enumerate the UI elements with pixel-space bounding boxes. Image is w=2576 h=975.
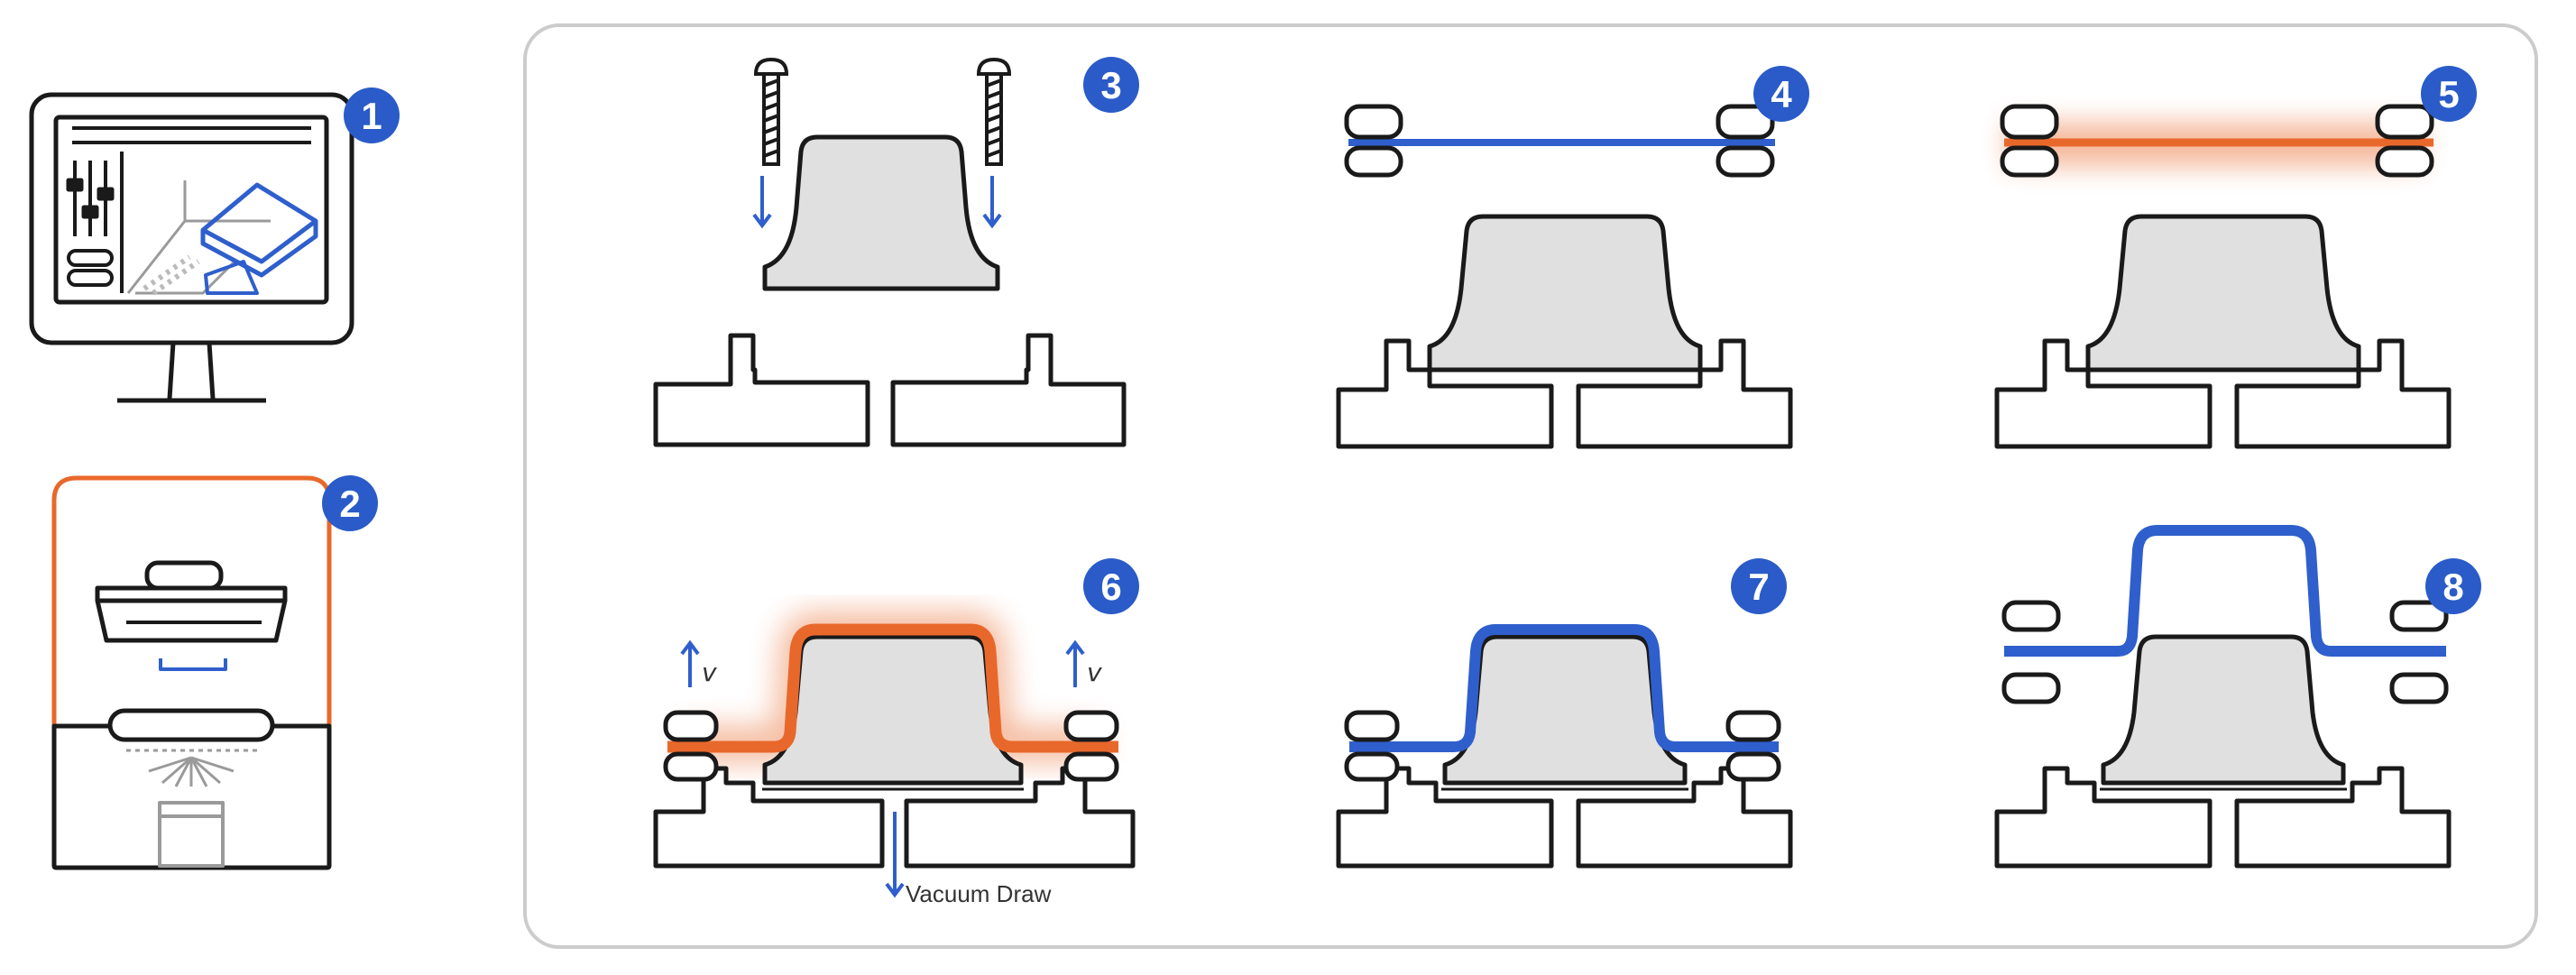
clamp	[2000, 145, 2059, 178]
plastic-sheet	[667, 623, 1118, 753]
screw-icon	[753, 57, 789, 166]
step-number: 4	[1771, 73, 1792, 115]
step-badge	[344, 87, 400, 143]
step-badge	[1731, 558, 1787, 614]
clamp	[1344, 145, 1403, 178]
formed-part	[2004, 525, 2446, 657]
clamp	[663, 751, 719, 782]
mold-base	[1994, 338, 2452, 449]
mold-base	[1994, 766, 2452, 869]
arrow-up-icon	[680, 639, 700, 687]
step-number: 6	[1100, 566, 1121, 608]
step-number: 8	[2443, 566, 2463, 608]
vacuum-draw-label: Vacuum Draw	[906, 880, 1052, 907]
clamp	[2389, 600, 2449, 632]
mold	[1427, 214, 1703, 373]
mold	[1442, 634, 1688, 786]
clamp	[1344, 104, 1403, 140]
clamp	[2375, 145, 2434, 178]
clamp	[1063, 710, 1119, 742]
step-5-sheet-heated: 5	[1994, 66, 2477, 449]
clamp	[1344, 751, 1400, 782]
step-8-part-released: 8	[1994, 525, 2481, 869]
clamp	[1716, 104, 1775, 140]
step-number: 5	[2438, 73, 2459, 115]
step-badge	[2425, 558, 2481, 614]
arrow-down-icon	[982, 176, 1002, 229]
screw-icon	[976, 57, 1012, 166]
step-badge	[2421, 66, 2477, 122]
arrow-down-icon	[885, 812, 905, 898]
clamp	[2389, 672, 2449, 704]
arrow-up-icon	[1065, 639, 1085, 687]
step-4-sheet-clamped: 4	[1336, 66, 1809, 449]
mold	[762, 634, 1024, 786]
step-6-sheet-drawn: v v Vacuum Draw 6	[653, 558, 1139, 907]
clamp	[1725, 751, 1781, 782]
step-number: 2	[339, 483, 360, 525]
mold-base	[653, 333, 1127, 447]
clamp	[2001, 672, 2061, 704]
step-number: 3	[1100, 64, 1121, 106]
mold	[762, 134, 1000, 291]
step-number: 7	[1748, 566, 1769, 608]
step-number: 1	[361, 95, 382, 137]
step-3-mold-mounting: 3	[653, 57, 1139, 447]
velocity-label: v	[1087, 658, 1102, 687]
step-badge	[322, 475, 378, 531]
step-badge	[1083, 57, 1139, 113]
clamp	[2000, 104, 2059, 140]
computer-monitor-icon	[29, 92, 354, 403]
mold-base	[1336, 766, 1793, 869]
step-1-monitor: 1	[29, 87, 400, 403]
velocity-label: v	[702, 658, 717, 687]
mold-base	[653, 766, 1136, 869]
clamp	[1063, 751, 1119, 782]
plastic-sheet	[1349, 624, 1779, 752]
clamp	[2001, 600, 2061, 632]
clamp	[1716, 145, 1775, 178]
clamp	[1725, 710, 1781, 742]
step-7-sheet-cooled: 7	[1336, 558, 1793, 869]
step-2-printer: 2	[51, 475, 378, 870]
step-badge	[1083, 558, 1139, 614]
clamp	[2375, 104, 2434, 140]
clamp	[663, 710, 719, 742]
arrow-down-icon	[752, 176, 772, 229]
clamp	[1344, 710, 1400, 742]
mold	[2101, 634, 2346, 786]
step-badge	[1753, 66, 1809, 122]
mold-base	[1336, 338, 1793, 449]
mold	[2085, 214, 2361, 373]
printer-icon	[51, 475, 332, 870]
process-panel	[523, 23, 2538, 949]
